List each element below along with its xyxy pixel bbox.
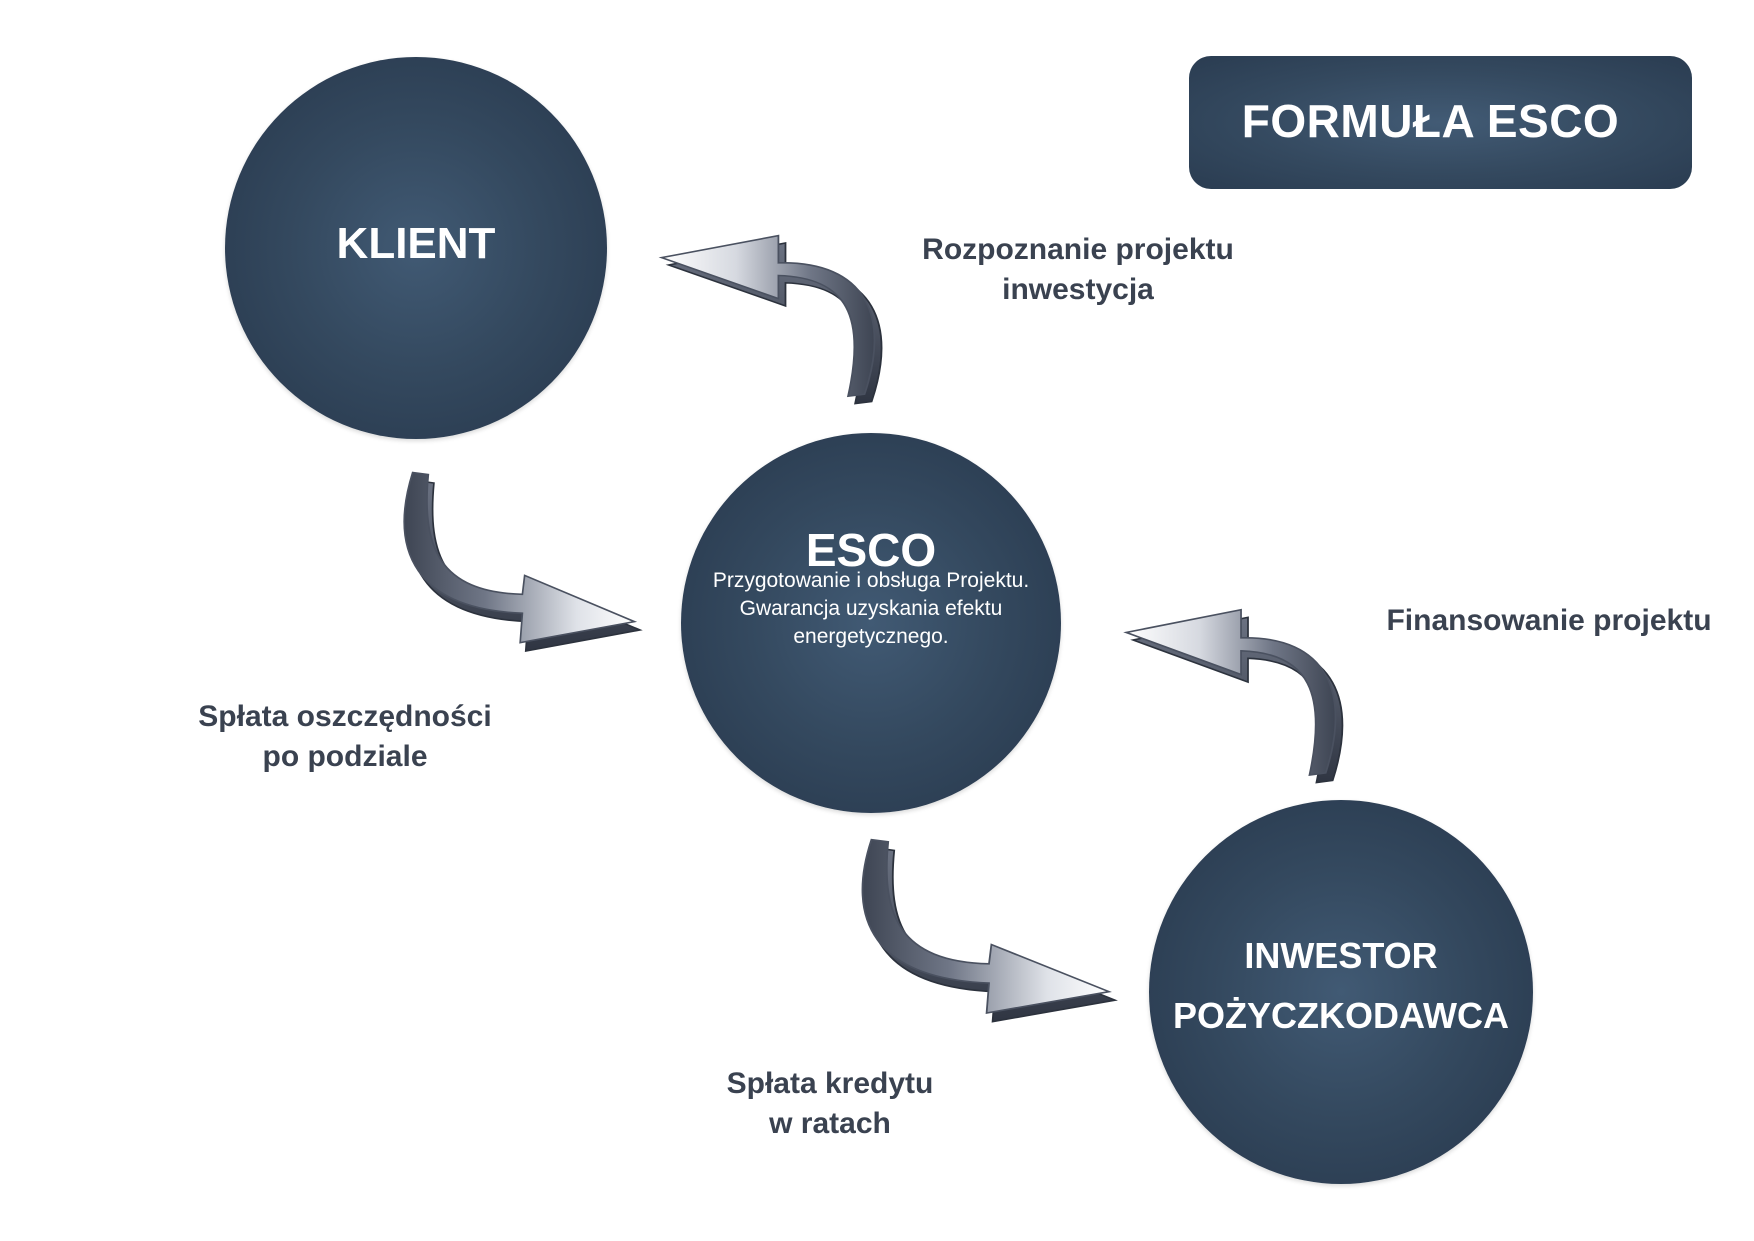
- node-esco-description: Przygotowanie i obsługa Projektu. Gwaran…: [681, 567, 1061, 651]
- esco-desc-line-2: Gwarancja uzyskania efektu: [739, 597, 1003, 620]
- esco-desc-line-1: Przygotowanie i obsługa Projektu.: [712, 569, 1030, 592]
- arrow-klient-to-esco: [403, 471, 641, 652]
- flow-splata-kredytu-line-1: Spłata kredytu: [726, 1067, 934, 1100]
- flow-splata-oszczednosci-line-1: Spłata oszczędności: [198, 700, 492, 733]
- flow-splata-kredytu-line-2: w ratach: [769, 1107, 891, 1140]
- flow-splata-oszczednosci-line-2: po podziale: [262, 740, 428, 773]
- esco-desc-line-3: energetycznego.: [793, 625, 949, 648]
- diagram-title: FORMUŁA ESCO: [1241, 95, 1620, 147]
- node-inwestor-label-1: INWESTOR: [1244, 935, 1438, 976]
- flow-label-splata-kredytu: Spłata kredytu w ratach: [700, 1064, 960, 1144]
- arrow-esco-to-inwestor: [861, 838, 1116, 1023]
- node-inwestor-label-2: POŻYCZKODAWCA: [1173, 995, 1509, 1036]
- node-inwestor: INWESTOR POŻYCZKODAWCA: [1149, 800, 1533, 1184]
- flow-label-splata-oszczednosci: Spłata oszczędności po podziale: [180, 697, 510, 777]
- node-klient: KLIENT: [225, 57, 607, 439]
- node-esco: ESCO Przygotowanie i obsługa Projektu. G…: [681, 433, 1061, 813]
- flow-label-rozpoznanie: Rozpoznanie projektu inwestycja: [898, 230, 1258, 310]
- flow-finansowanie-line-1: Finansowanie projektu: [1386, 604, 1712, 637]
- node-klient-label: KLIENT: [336, 219, 496, 268]
- flow-label-finansowanie: Finansowanie projektu: [1374, 601, 1724, 641]
- flow-rozpoznanie-line-1: Rozpoznanie projektu: [922, 233, 1234, 266]
- title-box: FORMUŁA ESCO: [1189, 56, 1692, 189]
- flow-rozpoznanie-line-2: inwestycja: [1002, 273, 1154, 306]
- arrow-inwestor-to-esco: [1125, 608, 1344, 784]
- arrow-esco-to-klient: [660, 234, 883, 405]
- node-esco-label: ESCO: [805, 524, 937, 576]
